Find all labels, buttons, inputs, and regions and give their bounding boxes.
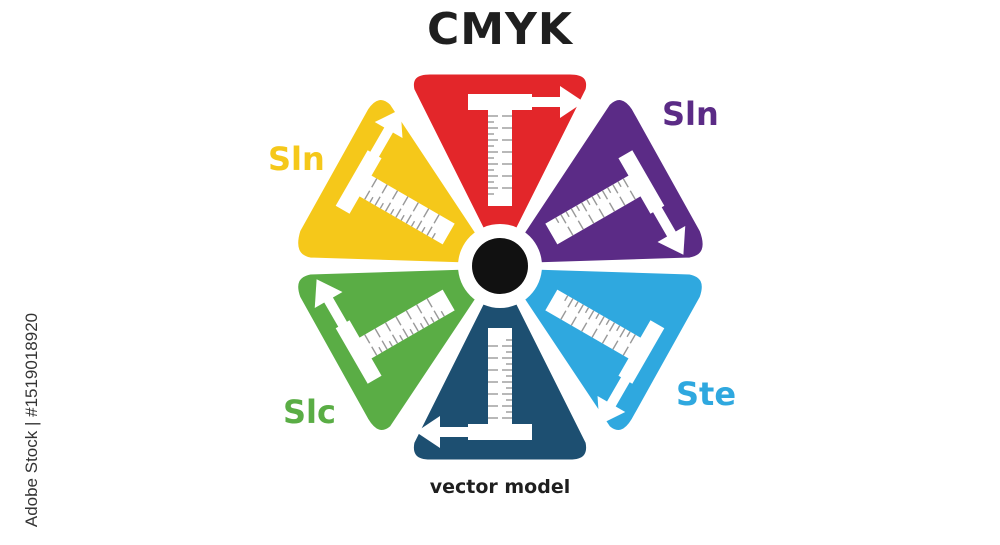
label-blue-segment: Ste [676,375,737,413]
label-purple-segment: Sln [662,95,719,133]
center-dot [472,238,528,294]
diagram-caption: vector model [429,476,571,498]
label-yellow-segment: Sln [268,140,325,178]
stock-id-text: Adobe Stock | #1519018920 [22,312,41,528]
label-green-segment: Slc [283,393,336,431]
diagram-title: CMYK [426,4,574,55]
